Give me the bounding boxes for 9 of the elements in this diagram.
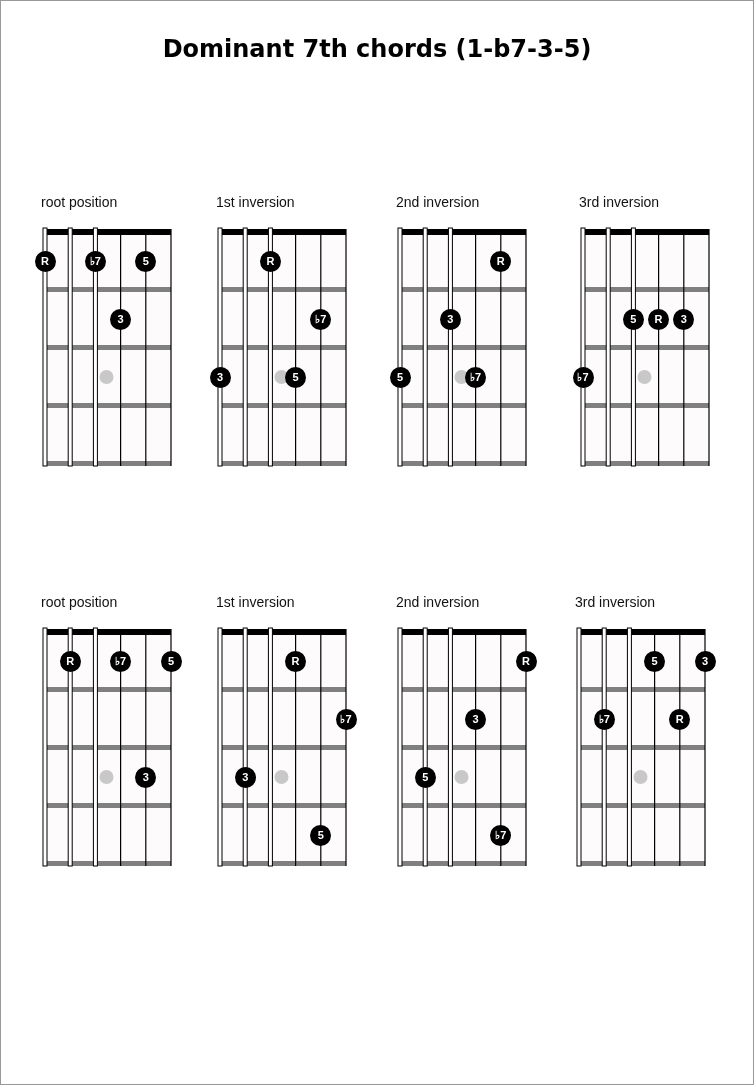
diagram-heading: root position [41,594,118,610]
diagram-heading: 3rd inversion [575,594,656,610]
page-title: Dominant 7th chords (1-b7-3-5) [162,35,592,63]
diagram-heading: 3rd inversion [579,194,660,210]
diagram-heading: 1st inversion [216,194,295,210]
diagram-heading: root position [41,194,118,210]
diagram-heading: 2nd inversion [396,594,480,610]
diagram-heading: 1st inversion [216,594,295,610]
diagram-heading: 2nd inversion [396,194,480,210]
